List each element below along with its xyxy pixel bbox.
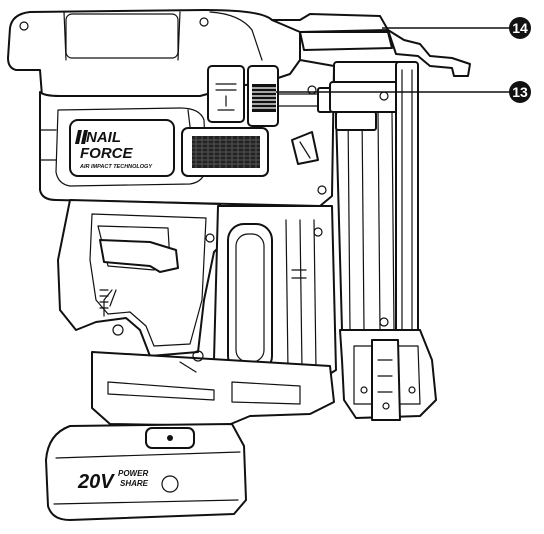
handle-grip: [57, 199, 227, 357]
brand-line2: FORCE: [80, 145, 133, 162]
callout-13-number: 13: [512, 84, 528, 100]
depth-adjust-wheel: [207, 65, 333, 127]
trigger: [99, 239, 179, 273]
brand-logo-plate: NAIL FORCE AIR IMPACT TECHNOLOGY: [69, 119, 175, 177]
grip-texture: [99, 289, 109, 309]
battery-mount: [91, 350, 335, 427]
battery-voltage: 20V: [77, 471, 115, 493]
battery-pack: 20V POWER SHARE: [45, 423, 247, 521]
top-contact-trip: [387, 29, 471, 77]
nose-magazine: [271, 13, 471, 421]
brand-slash-mark: [75, 130, 88, 144]
callout-13-badge: [509, 81, 531, 103]
vent-grille: [181, 127, 269, 177]
battery-label: 20V POWER SHARE: [77, 469, 179, 493]
battery-badge-line1: POWER: [118, 469, 148, 478]
brand-tagline: AIR IMPACT TECHNOLOGY: [79, 164, 153, 170]
callout-14-number: 14: [512, 20, 528, 36]
lower-body-column: [213, 205, 337, 383]
selector-switch: [291, 131, 319, 165]
battery-badge-line2: SHARE: [120, 479, 149, 488]
callout-14-badge: [509, 17, 531, 39]
callout-14: 14: [382, 17, 531, 39]
callout-13: 13: [276, 81, 531, 103]
battery-fuel-gauge-icon: [161, 475, 179, 493]
brand-line1: NAIL: [86, 129, 121, 146]
